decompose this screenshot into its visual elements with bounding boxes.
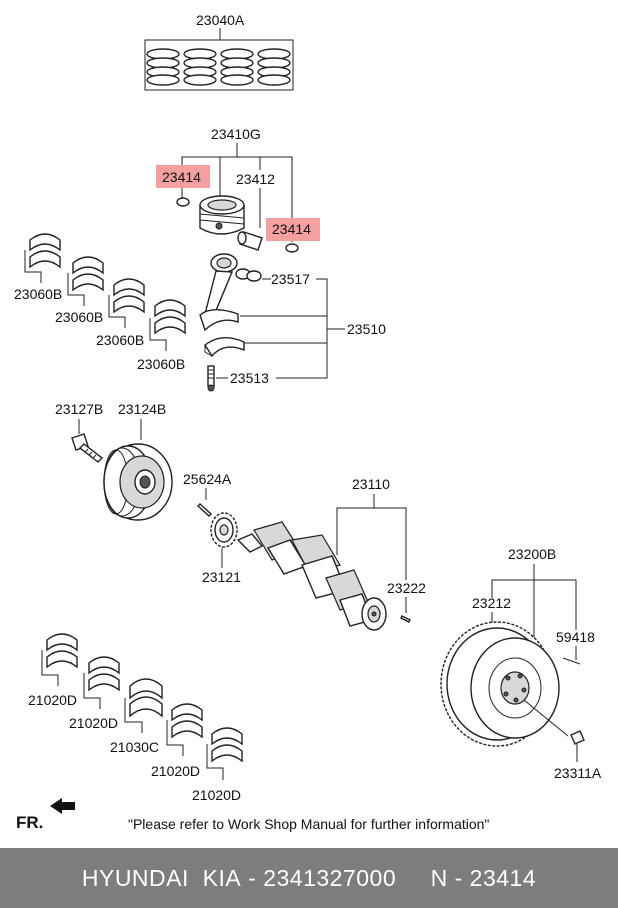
label-23127B: 23127B (55, 401, 103, 417)
label-23414-right: 23414 (272, 221, 311, 237)
label-25624A: 25624A (183, 471, 232, 487)
crank-pulley (103, 443, 173, 521)
bearing-21020D-1 (41, 633, 78, 686)
footer-n-label: N (430, 864, 448, 891)
workshop-note: "Please refer to Work Shop Manual for fu… (128, 816, 490, 832)
label-21020D-3: 21020D (151, 763, 200, 779)
front-label: FR. (16, 813, 44, 832)
pulley-bolt (71, 433, 104, 463)
label-21030C: 21030C (110, 739, 159, 755)
footer-gap (396, 865, 430, 892)
dowel-pin (400, 615, 411, 623)
connecting-rod (199, 253, 262, 332)
label-21020D-4: 21020D (192, 787, 241, 803)
crankshaft (236, 521, 387, 631)
label-23414-left: 23414 (162, 169, 201, 185)
label-23060B-4: 23060B (137, 356, 185, 372)
label-23060B-2: 23060B (55, 309, 103, 325)
piston-pin (237, 231, 299, 253)
flywheel (440, 621, 581, 747)
label-23510: 23510 (347, 321, 386, 337)
piston (176, 195, 245, 235)
front-arrow-icon (50, 798, 75, 814)
footer-n-value: 23414 (469, 864, 537, 891)
label-23060B-3: 23060B (96, 332, 144, 348)
piston-ring-set (144, 39, 294, 91)
label-23517: 23517 (271, 271, 310, 287)
label-23222: 23222 (387, 580, 426, 596)
label-23412: 23412 (236, 171, 275, 187)
label-23410G: 23410G (211, 126, 261, 142)
bearing-21030C (124, 678, 163, 733)
label-23124B: 23124B (118, 401, 166, 417)
footer-separator-2: - (447, 864, 470, 891)
label-21020D-2: 21020D (69, 715, 118, 731)
label-23513: 23513 (230, 370, 269, 386)
bearing-23060B-4 (149, 299, 186, 351)
label-23060B-1: 23060B (14, 286, 62, 302)
rod-bolt (207, 365, 215, 392)
label-23121: 23121 (202, 569, 241, 585)
bearing-23060B-3 (108, 278, 145, 328)
rod-cap (204, 337, 245, 358)
footer-separator: - (241, 864, 264, 891)
bearing-21020D-3 (166, 703, 203, 756)
label-23200B: 23200B (508, 546, 556, 562)
label-23110: 23110 (352, 476, 390, 492)
label-59418: 59418 (556, 629, 595, 645)
label-23040A: 23040A (196, 12, 245, 28)
label-23311A: 23311A (554, 765, 602, 781)
woodruff-key (196, 503, 213, 517)
bearing-21020D-4 (206, 727, 243, 780)
footer-part-number: 2341327000 (263, 864, 397, 891)
footer-bar: HYUNDAI KIA - 2341327000 N - 23414 (0, 848, 618, 908)
bearing-23060B-2 (67, 256, 104, 306)
flywheel-bolt (570, 730, 585, 762)
bearing-21020D-2 (83, 656, 120, 709)
bearing-23060B-1 (24, 233, 61, 283)
footer-brand: HYUNDAI KIA (81, 864, 242, 891)
crank-sprocket (210, 512, 238, 548)
highlight-23414-right (266, 218, 320, 241)
label-23212: 23212 (472, 595, 511, 611)
label-21020D-1: 21020D (28, 692, 77, 708)
highlight-23414-left (156, 165, 210, 188)
